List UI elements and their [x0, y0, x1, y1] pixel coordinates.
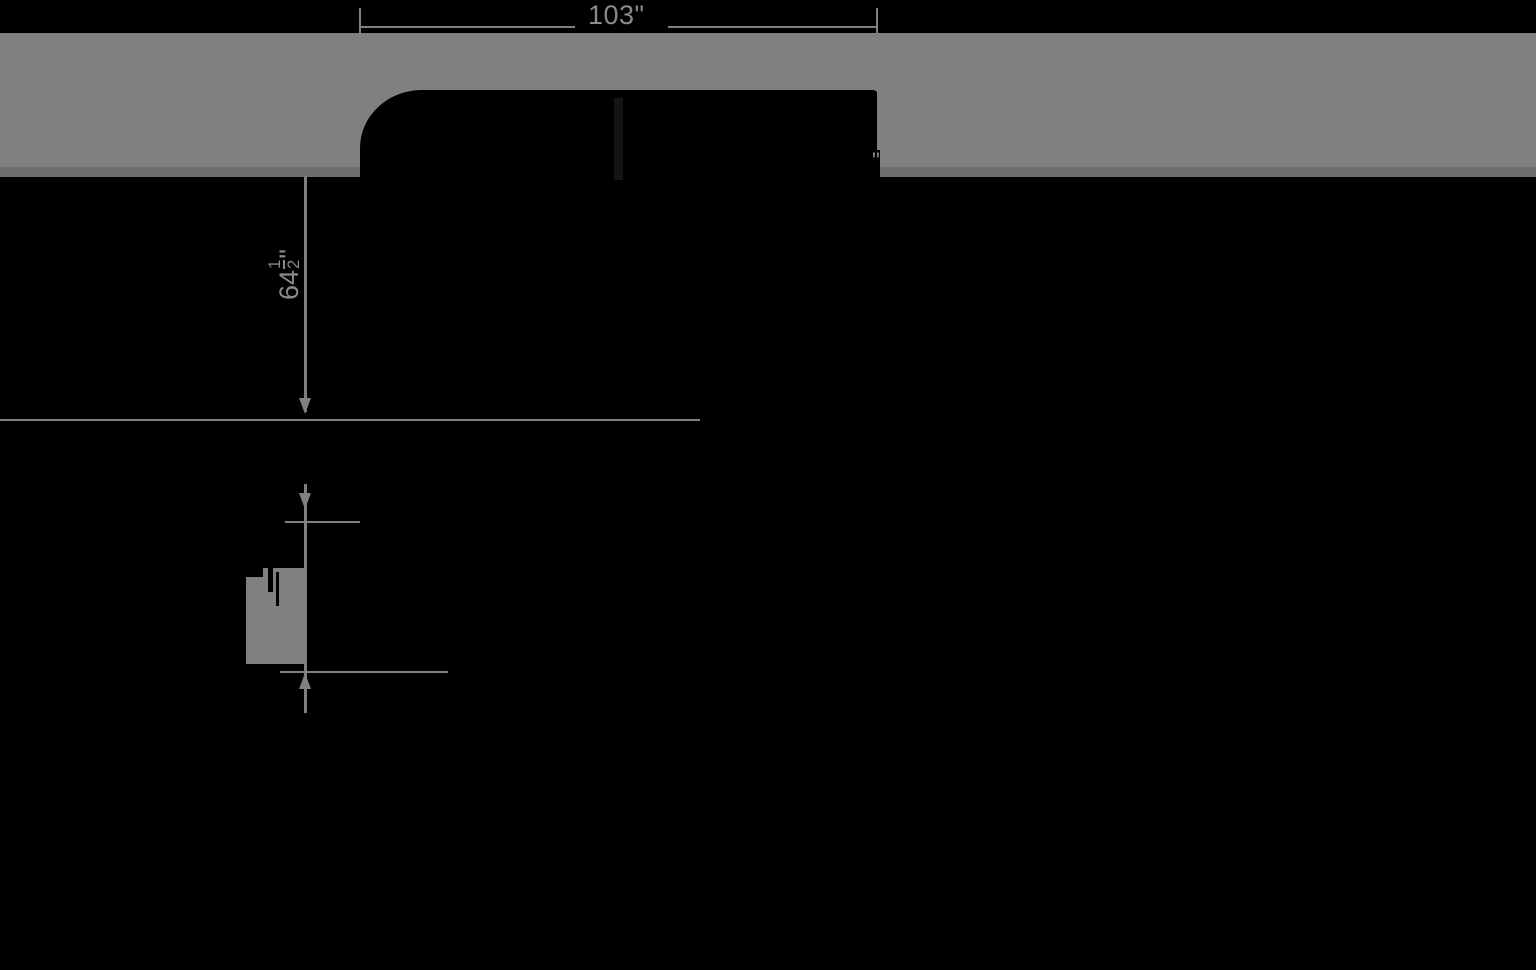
height-extension-line-bottom — [280, 671, 448, 673]
furniture-seam-line — [614, 98, 623, 180]
height-dimension-label-notch-b — [276, 572, 279, 606]
height-arrow-top — [299, 493, 311, 509]
furniture-silhouette-cap — [612, 94, 874, 180]
height-extension-line-top — [285, 521, 360, 523]
width-dimension-label: 103" — [588, 0, 645, 30]
depth-dimension-line — [304, 176, 307, 412]
height-dimension-line-lower — [304, 671, 307, 713]
height-arrow-bottom — [299, 673, 311, 689]
depth-label-denominator: 2 — [283, 259, 304, 269]
width-extension-tick-right — [876, 8, 878, 36]
height-dimension-label-blob-top — [263, 568, 306, 580]
depth-arrow-bottom — [299, 398, 311, 414]
width-extension-tick-left — [359, 8, 361, 36]
floor-reference-line — [0, 419, 700, 421]
depth-label-unit: " — [274, 249, 305, 259]
depth-label-numerator: 1 — [265, 259, 284, 269]
edge-inch-mark: " — [872, 148, 881, 173]
height-dimension-label-notch-a — [268, 566, 273, 592]
furniture-silhouette-taper — [866, 150, 880, 180]
width-dimension-line-right — [668, 26, 878, 28]
width-dimension-line-left — [359, 26, 575, 28]
depth-label-whole: 64 — [274, 269, 305, 300]
